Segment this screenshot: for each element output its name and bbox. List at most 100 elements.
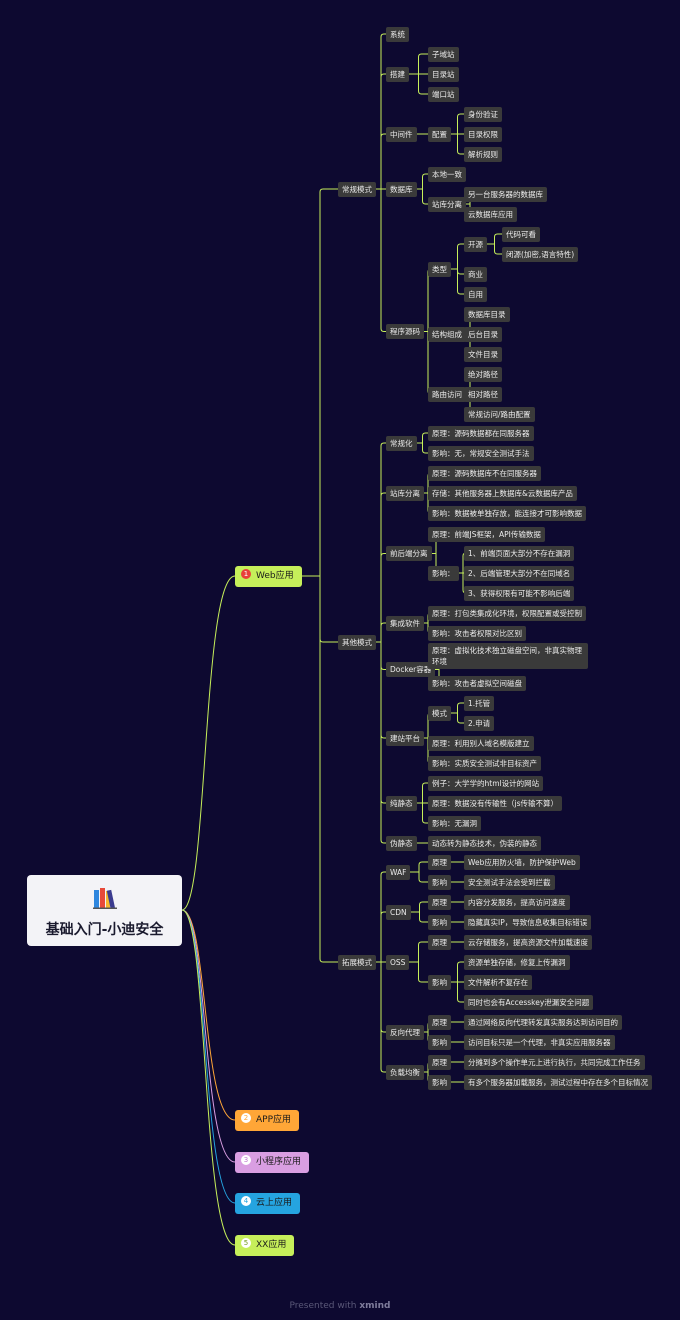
main-topic-label: APP应用 (256, 1114, 292, 1125)
leaf-topic[interactable]: 文件目录 (464, 346, 502, 362)
leaf-topic[interactable]: 后台目录 (464, 326, 502, 342)
subtopic[interactable]: 原理 (428, 1014, 451, 1030)
subtopic[interactable]: 负载均衡 (386, 1064, 424, 1080)
branch-topic[interactable]: 其他模式 (338, 634, 376, 650)
leaf-topic[interactable]: 相对路径 (464, 386, 502, 402)
subtopic[interactable]: 纯静态 (386, 795, 417, 811)
subtopic[interactable]: 原理 (428, 934, 451, 950)
leaf-topic[interactable]: 影响：实质安全测试非目标资产 (428, 755, 541, 771)
leaf-topic[interactable]: 访问目标只是一个代理，非真实应用服务器 (464, 1034, 615, 1050)
subtopic[interactable]: 路由访问 (428, 386, 466, 402)
leaf-topic[interactable]: 分摊到多个操作单元上进行执行，共同完成工作任务 (464, 1054, 645, 1070)
leaf-topic[interactable]: 影响：无漏洞 (428, 815, 481, 831)
leaf-topic[interactable]: 云存储服务，提高资源文件加载速度 (464, 934, 592, 950)
leaf-topic[interactable]: 系统 (386, 26, 409, 42)
leaf-topic[interactable]: 端口站 (428, 86, 459, 102)
leaf-topic[interactable]: 2、后端管理大部分不在同域名 (464, 565, 575, 581)
leaf-topic[interactable]: 资源单独存储，修复上传漏洞 (464, 954, 570, 970)
subtopic[interactable]: 开源 (464, 236, 487, 252)
leaf-topic[interactable]: 身份验证 (464, 106, 502, 122)
leaf-topic[interactable]: 本地一致 (428, 166, 466, 182)
leaf-topic[interactable]: 常规访问/路由配置 (464, 406, 535, 422)
leaf-topic[interactable]: 自用 (464, 286, 487, 302)
leaf-topic[interactable]: 云数据库应用 (464, 206, 517, 222)
leaf-topic[interactable]: 1、前端页面大部分不存在漏洞 (464, 545, 575, 561)
subtopic[interactable]: 搭建 (386, 66, 409, 82)
subtopic[interactable]: 影响 (428, 874, 451, 890)
subtopic[interactable]: 数据库 (386, 181, 417, 197)
leaf-topic[interactable]: 子域站 (428, 46, 459, 62)
leaf-topic[interactable]: 通过网络反向代理转发真实服务达到访问目的 (464, 1014, 622, 1030)
connector-line (451, 268, 464, 295)
subtopic[interactable]: 原理 (428, 894, 451, 910)
subtopic[interactable]: 常规化 (386, 435, 417, 451)
leaf-topic[interactable]: 动态转为静态技术，伪装的静态 (428, 835, 541, 851)
subtopic[interactable]: 伪静态 (386, 835, 417, 851)
subtopic[interactable]: OSS (386, 954, 410, 970)
subtopic[interactable]: 原理 (428, 854, 451, 870)
branch-topic[interactable]: 常规模式 (338, 181, 376, 197)
leaf-topic[interactable]: 2.申请 (464, 715, 495, 731)
leaf-topic[interactable]: 原理：打包类集成化环境，权限配置或受控制 (428, 605, 586, 621)
leaf-topic[interactable]: 有多个服务器加载服务，测试过程中存在多个目标情况 (464, 1074, 652, 1090)
leaf-topic[interactable]: 例子：大学学的html设计的网站 (428, 775, 544, 791)
subtopic[interactable]: 影响 (428, 1074, 451, 1090)
leaf-topic[interactable]: 原理：源码数据库不在同服务器 (428, 465, 541, 481)
leaf-topic[interactable]: 另一台服务器的数据库 (464, 186, 547, 202)
leaf-topic[interactable]: 影响：数据被单独存放，能连接才可影响数据 (428, 505, 586, 521)
leaf-topic[interactable]: 解析规则 (464, 146, 502, 162)
leaf-topic[interactable]: 3、获得权限有可能不影响后端 (464, 585, 575, 601)
leaf-topic[interactable]: 绝对路径 (464, 366, 502, 382)
subtopic[interactable]: 中间件 (386, 126, 417, 142)
leaf-topic[interactable]: 原理：利用别人域名模版建立 (428, 735, 534, 751)
subtopic[interactable]: 结构组成 (428, 326, 466, 342)
leaf-topic[interactable]: 数据库目录 (464, 306, 510, 322)
connector-line (376, 553, 386, 643)
subtopic[interactable]: 集成软件 (386, 615, 424, 631)
root-topic[interactable]: 基础入门-小迪安全 (27, 875, 182, 946)
subtopic[interactable]: 类型 (428, 261, 451, 277)
leaf-topic[interactable]: 影响：攻击者权限对比区别 (428, 625, 526, 641)
subtopic[interactable]: 站库分离 (386, 485, 424, 501)
leaf-topic[interactable]: 原理：前端JS框架，API传输数据 (428, 526, 545, 542)
subtopic[interactable]: 反向代理 (386, 1024, 424, 1040)
leaf-topic[interactable]: 安全测试手法会受到拦截 (464, 874, 555, 890)
subtopic[interactable]: 前后端分离 (386, 546, 432, 561)
leaf-topic[interactable]: 闭源(加密,语言特性) (502, 246, 579, 262)
leaf-topic[interactable]: 同时也会有Accesskey泄漏安全问题 (464, 994, 594, 1010)
subtopic[interactable]: 影响： (428, 565, 459, 581)
subtopic[interactable]: 程序源码 (386, 324, 424, 339)
subtopic[interactable]: 影响 (428, 1034, 451, 1050)
subtopic[interactable]: 建站平台 (386, 730, 424, 746)
leaf-topic[interactable]: 存储：其他服务器上数据库&云数据库产品 (428, 485, 577, 501)
subtopic[interactable]: Docker容器 (386, 662, 436, 677)
leaf-topic[interactable]: 代码可看 (502, 226, 540, 242)
subtopic[interactable]: 影响 (428, 974, 451, 990)
subtopic[interactable]: CDN (386, 904, 411, 920)
subtopic[interactable]: WAF (386, 864, 411, 880)
subtopic[interactable]: 模式 (428, 705, 451, 721)
subtopic[interactable]: 影响 (428, 914, 451, 930)
leaf-topic[interactable]: 1.托管 (464, 695, 495, 711)
leaf-topic[interactable]: 目录权限 (464, 126, 502, 142)
leaf-topic[interactable]: 影响：无，常规安全测试手法 (428, 445, 534, 461)
leaf-topic[interactable]: 目录站 (428, 66, 459, 82)
branch-topic[interactable]: 拓展模式 (338, 954, 376, 970)
leaf-topic[interactable]: 原理：虚拟化技术独立磁盘空间，非真实物理环境 (428, 643, 588, 669)
leaf-topic[interactable]: 原理：源码数据都在同服务器 (428, 425, 534, 441)
subtopic[interactable]: 站库分离 (428, 196, 466, 212)
leaf-topic[interactable]: 原理：数据没有传输性（js传输不算） (428, 795, 562, 811)
leaf-topic[interactable]: 内容分发服务，提高访问速度 (464, 894, 570, 910)
leaf-topic[interactable]: Web应用防火墙，防护保护Web (464, 854, 580, 870)
leaf-topic[interactable]: 商业 (464, 266, 487, 282)
subtopic[interactable]: 原理 (428, 1054, 451, 1070)
leaf-topic[interactable]: 影响：攻击者虚拟空间磁盘 (428, 675, 526, 691)
subtopic[interactable]: 配置 (428, 126, 451, 142)
leaf-topic[interactable]: 文件解析不复存在 (464, 974, 532, 990)
leaf-topic[interactable]: 隐藏真实IP，导致信息收集目标错误 (464, 914, 592, 930)
